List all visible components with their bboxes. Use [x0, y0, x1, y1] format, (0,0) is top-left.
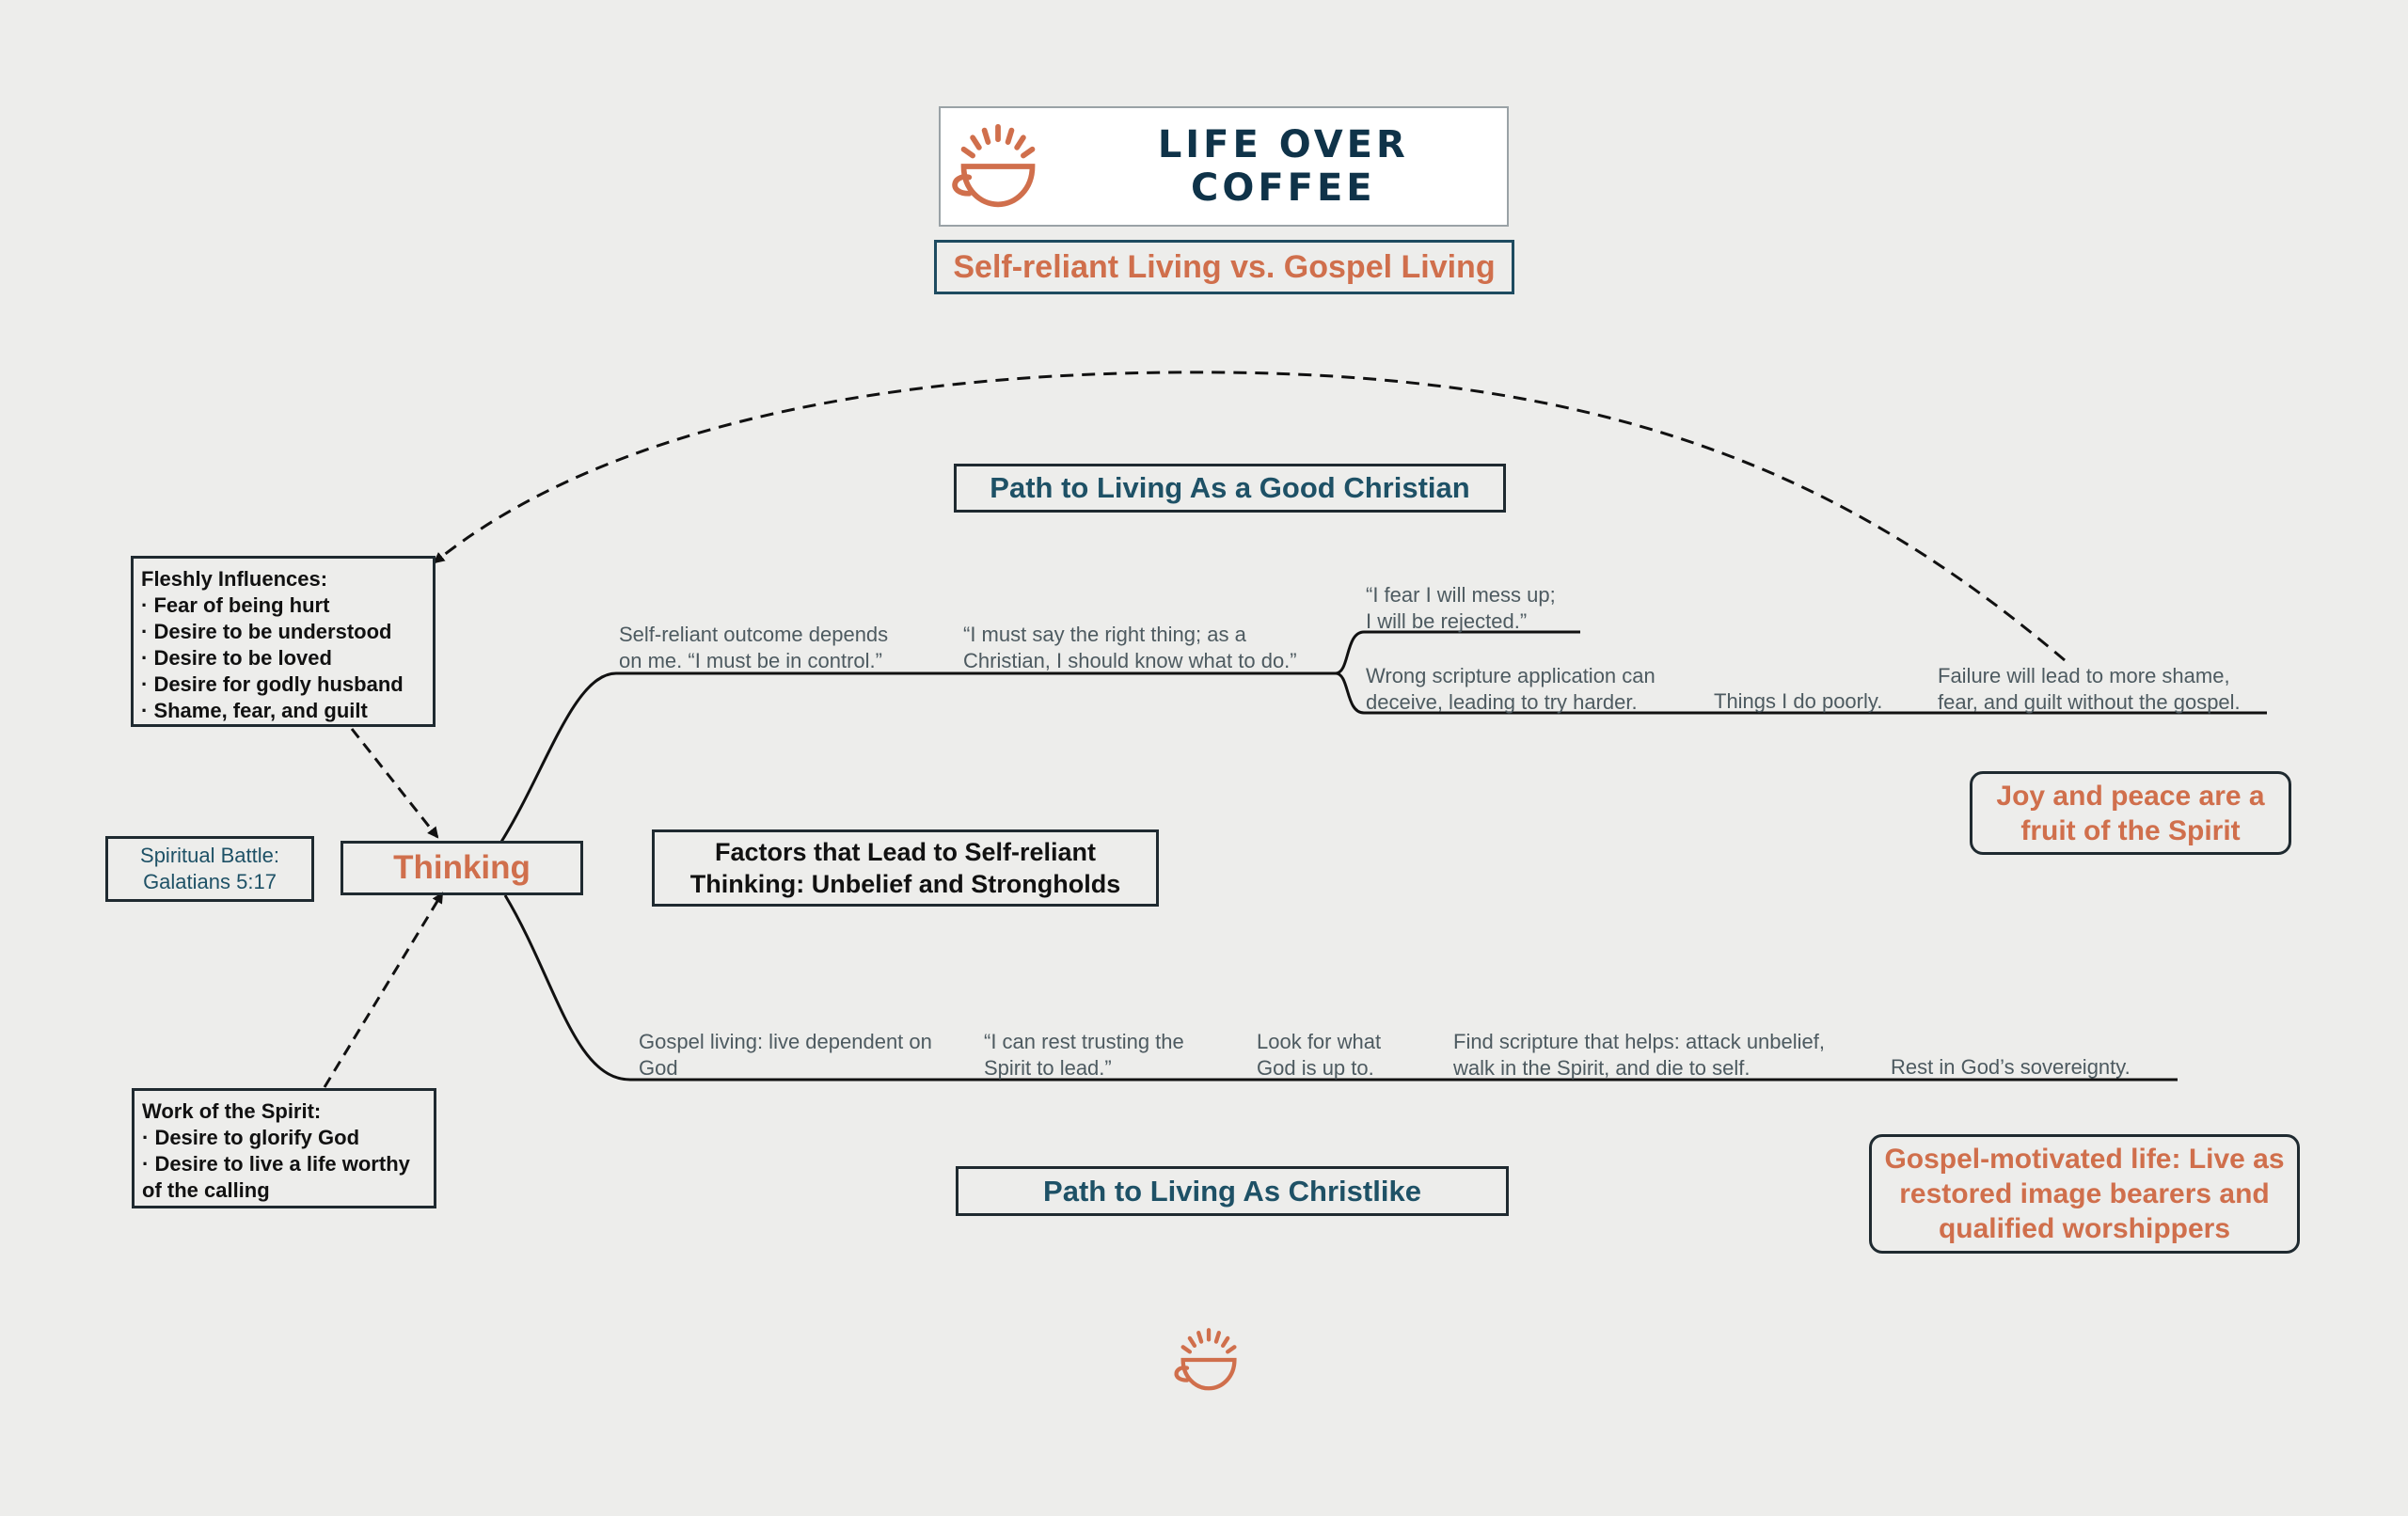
fleshly-influences-box: Fleshly Influences: · Fear of being hurt…: [131, 556, 436, 727]
thinking-node: Thinking: [341, 841, 583, 895]
top-node-self-reliant: Self-reliant outcome depends on me. “I m…: [619, 623, 889, 672]
gospel-motivated-life-box: Gospel-motivated life: Live as restored …: [1869, 1134, 2300, 1254]
list-item: of the calling: [142, 1178, 270, 1202]
feedback-arc: [433, 371, 2066, 662]
path-good-christian-title: Path to Living As a Good Christian: [954, 464, 1506, 513]
top-node-say-right-thing: “I must say the right thing; as a Christ…: [963, 623, 1297, 672]
list-item: · Desire to live a life worthy: [142, 1152, 410, 1176]
bottom-branch-line: [503, 894, 2178, 1082]
list-item: · Fear of being hurt: [141, 593, 330, 617]
bottom-node-gospel-living: Gospel living: live dependent on God: [639, 1030, 932, 1080]
spirit-to-thinking-arrow: [323, 892, 444, 1088]
bottom-node-look-for-god: Look for what God is up to.: [1257, 1030, 1382, 1080]
bottom-node-rest-trusting: “I can rest trusting the Spirit to lead.…: [984, 1030, 1184, 1080]
fleshly-to-thinking-arrow: [350, 728, 439, 839]
top-branch-line: [499, 671, 1336, 843]
logo-box: LIFE OVER COFFEE: [939, 106, 1509, 227]
bottom-node-rest-sovereignty: Rest in God’s sovereignty.: [1891, 1055, 2131, 1079]
list-item: · Desire to be loved: [141, 646, 332, 670]
top-node-fear-mess-up: “I fear I will mess up; I will be reject…: [1366, 583, 1556, 633]
top-branch-fork-upper: [1335, 630, 1580, 675]
fleshly-heading: Fleshly Influences:: [141, 567, 328, 591]
list-item: · Desire for godly husband: [141, 672, 404, 696]
list-item: · Shame, fear, and guilt: [141, 699, 368, 722]
coffee-cup-sunrise-icon: [952, 123, 1036, 208]
bottom-node-find-scripture: Find scripture that helps: attack unbeli…: [1453, 1030, 1825, 1080]
work-of-spirit-box: Work of the Spirit: · Desire to glorify …: [132, 1088, 436, 1208]
list-item: · Desire to glorify God: [142, 1126, 360, 1149]
top-node-failure: Failure will lead to more shame, fear, a…: [1938, 664, 2241, 714]
factors-box: Factors that Lead to Self-reliant Thinki…: [652, 829, 1159, 907]
joy-peace-box: Joy and peace are a fruit of the Spirit: [1970, 771, 2291, 855]
spirit-heading: Work of the Spirit:: [142, 1099, 322, 1123]
top-branch-fork-lower: [1335, 671, 2267, 715]
top-node-things-poorly: Things I do poorly.: [1714, 689, 1883, 713]
list-item: · Desire to be understood: [141, 620, 392, 643]
top-node-wrong-scripture: Wrong scripture application can deceive,…: [1366, 664, 1656, 714]
brand-name: LIFE OVER COFFEE: [1157, 123, 1409, 210]
page-title: Self-reliant Living vs. Gospel Living: [934, 240, 1514, 294]
path-christlike-title: Path to Living As Christlike: [956, 1166, 1509, 1216]
spiritual-battle-label: Spiritual Battle:: [140, 844, 279, 867]
spiritual-battle-box: Spiritual Battle: Galatians 5:17: [105, 836, 314, 902]
spiritual-battle-reference: Galatians 5:17: [143, 870, 277, 893]
footer-coffee-icon: [1174, 1328, 1237, 1391]
